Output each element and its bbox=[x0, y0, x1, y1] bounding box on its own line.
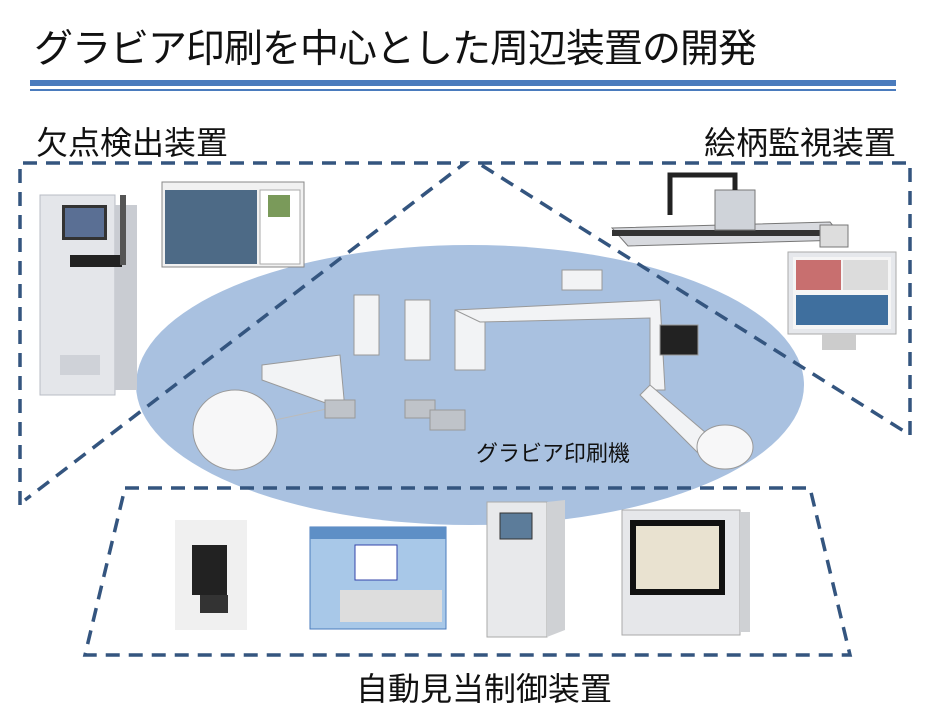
pattern-monitoring-zone bbox=[471, 161, 912, 439]
defect-detection-zone bbox=[18, 161, 471, 505]
defect-detection-label: 欠点検出装置 bbox=[36, 124, 229, 162]
control-cabinet-image bbox=[486, 500, 565, 638]
page-title: グラビア印刷を中心とした周辺装置の開発 bbox=[34, 27, 757, 72]
pattern-monitoring-label: 絵柄監視装置 bbox=[703, 124, 896, 162]
printing-press-area bbox=[136, 245, 804, 525]
gravure-press-illustration bbox=[192, 269, 754, 471]
auto-register-label: 自動見当制御装置 bbox=[356, 670, 613, 708]
defect-inspection-software-screenshot bbox=[161, 181, 305, 268]
register-control-screen-image bbox=[309, 526, 447, 630]
defect-inspection-machine-image bbox=[39, 194, 137, 396]
title-underline-thin bbox=[30, 89, 896, 91]
pattern-monitoring-scanner-image bbox=[610, 172, 849, 248]
auto-register-zone bbox=[82, 486, 853, 657]
pattern-monitoring-monitor-image bbox=[787, 251, 897, 350]
title-underline bbox=[30, 80, 896, 86]
gravure-press-label: グラビア印刷機 bbox=[476, 442, 631, 467]
control-panel-image bbox=[621, 509, 750, 636]
register-sensor-image bbox=[175, 520, 247, 630]
